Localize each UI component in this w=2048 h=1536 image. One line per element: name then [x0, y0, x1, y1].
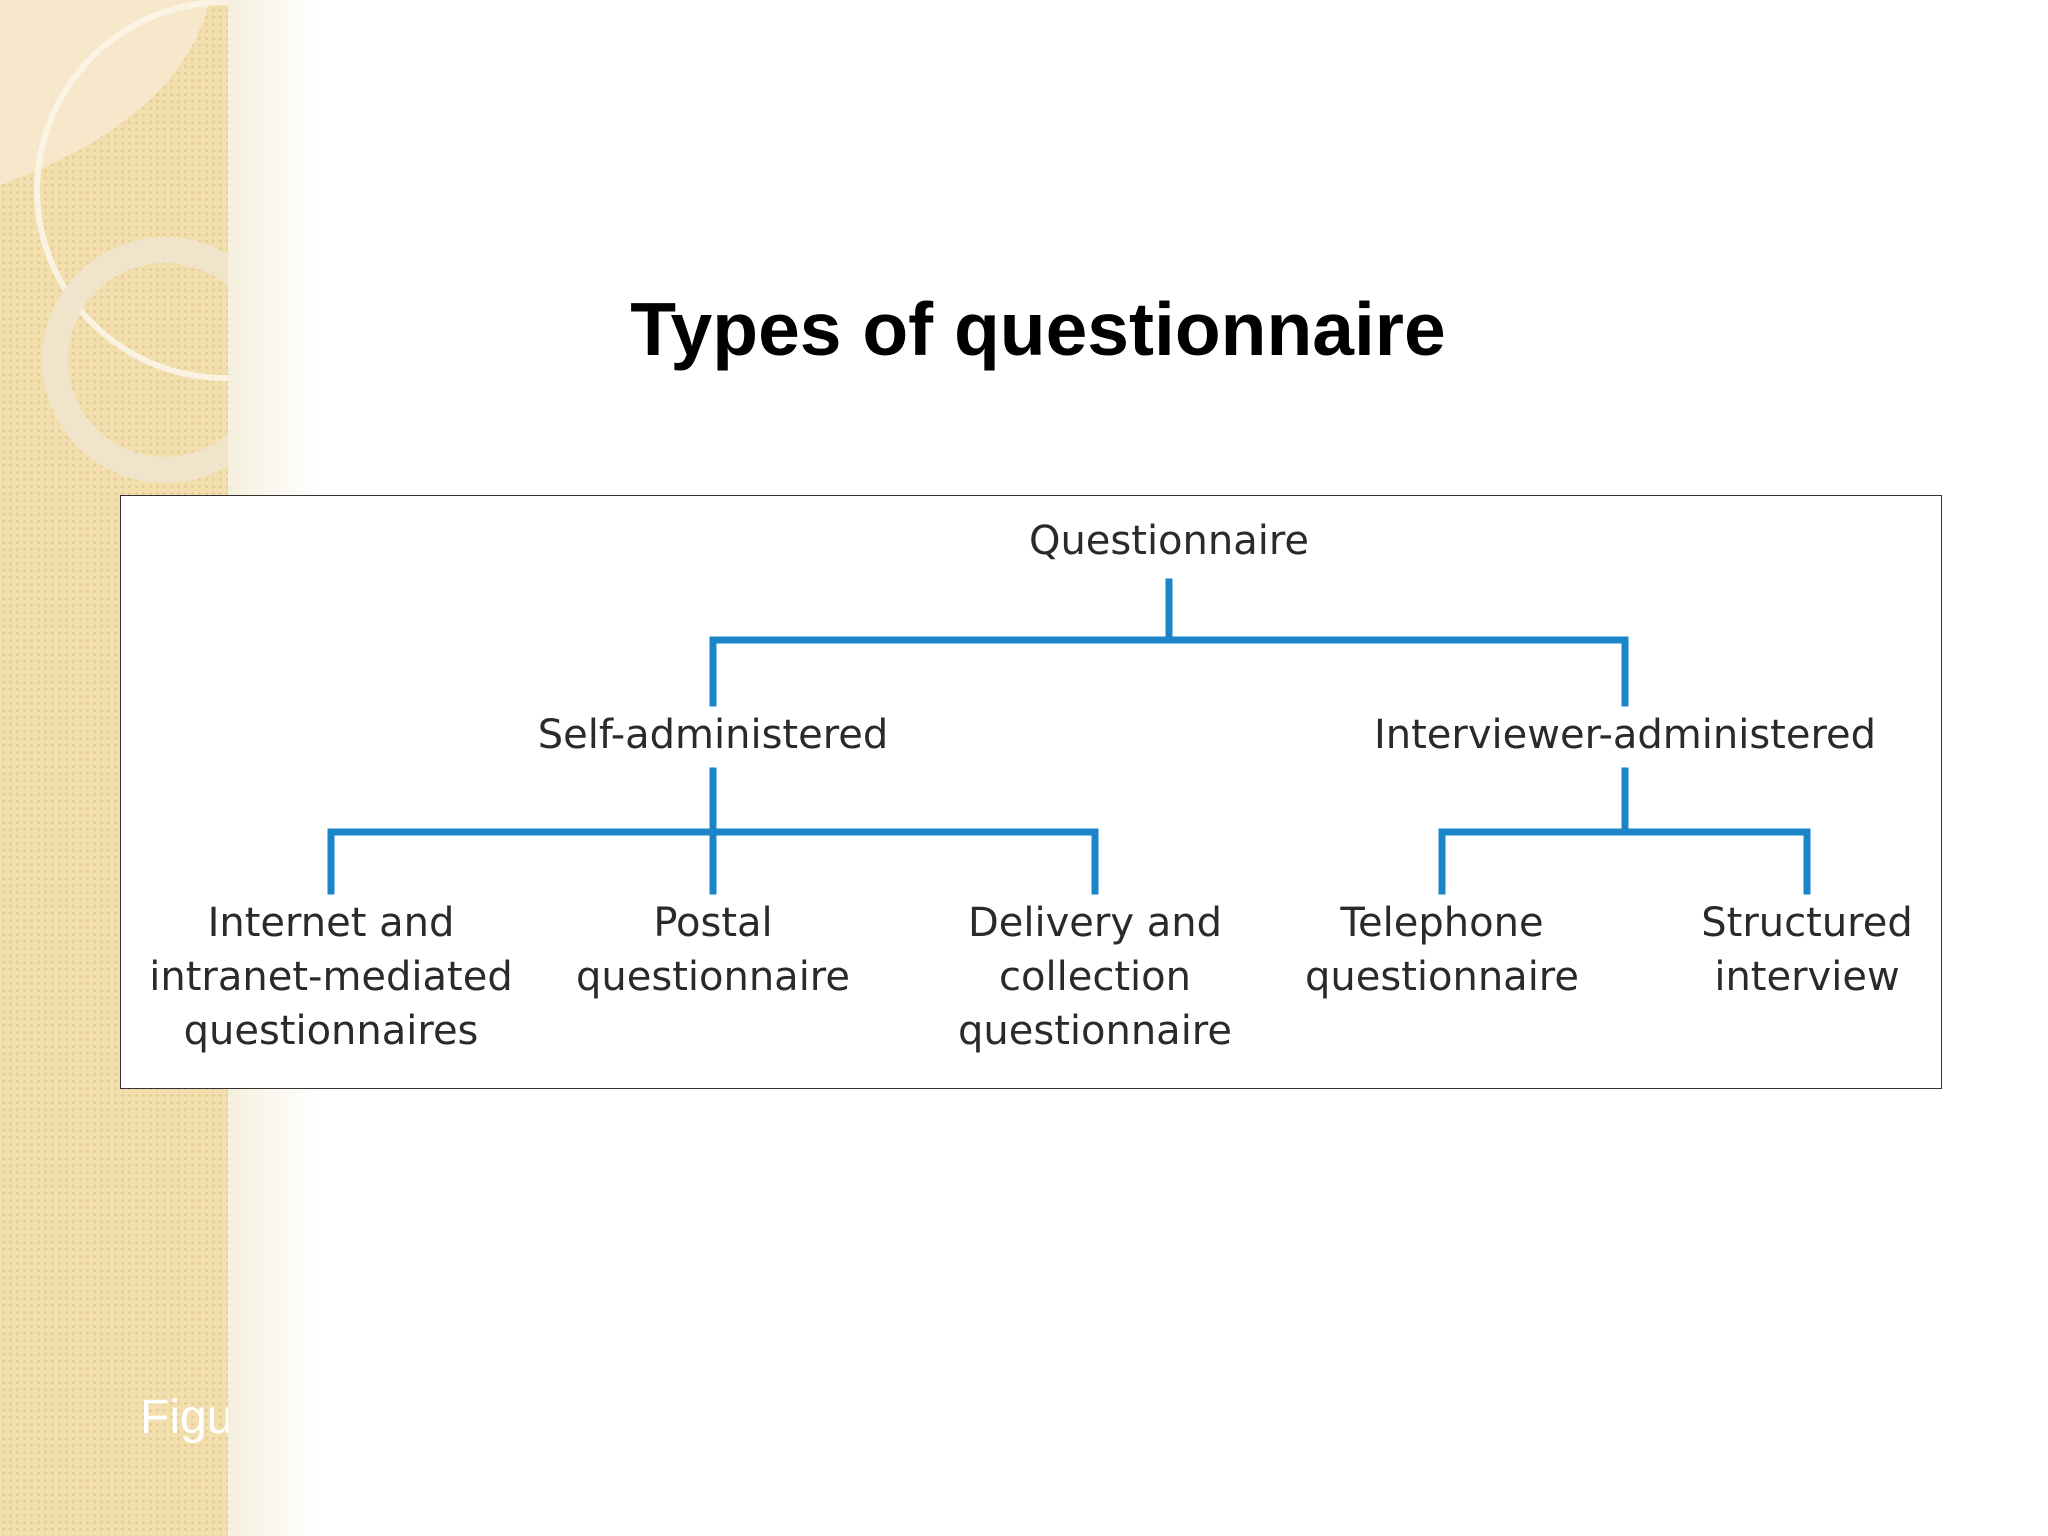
node-line: questionnaire — [576, 954, 850, 1000]
node-line: Postal — [653, 900, 773, 946]
node-internet-intranet-questionnaires: Internet and intranet-mediated questionn… — [149, 896, 512, 1058]
node-telephone-questionnaire: Telephone questionnaire — [1305, 896, 1579, 1004]
diagram-figure: Questionnaire Self-administered Intervie… — [120, 495, 1942, 1089]
connector-lines — [327, 578, 1811, 895]
node-line: questionnaires — [183, 1008, 479, 1054]
node-questionnaire: Questionnaire — [1028, 518, 1310, 564]
node-interviewer-administered: Interviewer-administered — [1373, 712, 1877, 758]
figure-caption-fragment: Figu — [140, 1391, 228, 1444]
decorative-rings — [0, 0, 228, 483]
node-line: Delivery and — [967, 900, 1222, 946]
footer-clip: Figu — [0, 1360, 228, 1480]
node-line: Telephone — [1340, 900, 1544, 946]
node-line: questionnaire — [958, 1008, 1232, 1054]
node-line: collection — [999, 954, 1191, 1000]
node-line: Internet and — [207, 900, 455, 946]
slide-title: Types of questionnaire — [630, 287, 1446, 371]
node-line: questionnaire — [1305, 954, 1579, 1000]
decorative-ring-large — [34, 0, 228, 381]
node-delivery-collection-questionnaire: Delivery and collection questionnaire — [958, 896, 1232, 1058]
decorative-corner-shape — [0, 0, 210, 185]
decorative-ring-small — [42, 237, 228, 483]
node-line: intranet-mediated — [149, 954, 513, 1000]
node-postal-questionnaire: Postal questionnaire — [576, 896, 850, 1004]
node-self-administered: Self-administered — [537, 712, 889, 758]
node-line: interview — [1714, 954, 1900, 1000]
node-line: Structured — [1701, 900, 1913, 946]
node-structured-interview: Structured interview — [1701, 896, 1912, 1004]
